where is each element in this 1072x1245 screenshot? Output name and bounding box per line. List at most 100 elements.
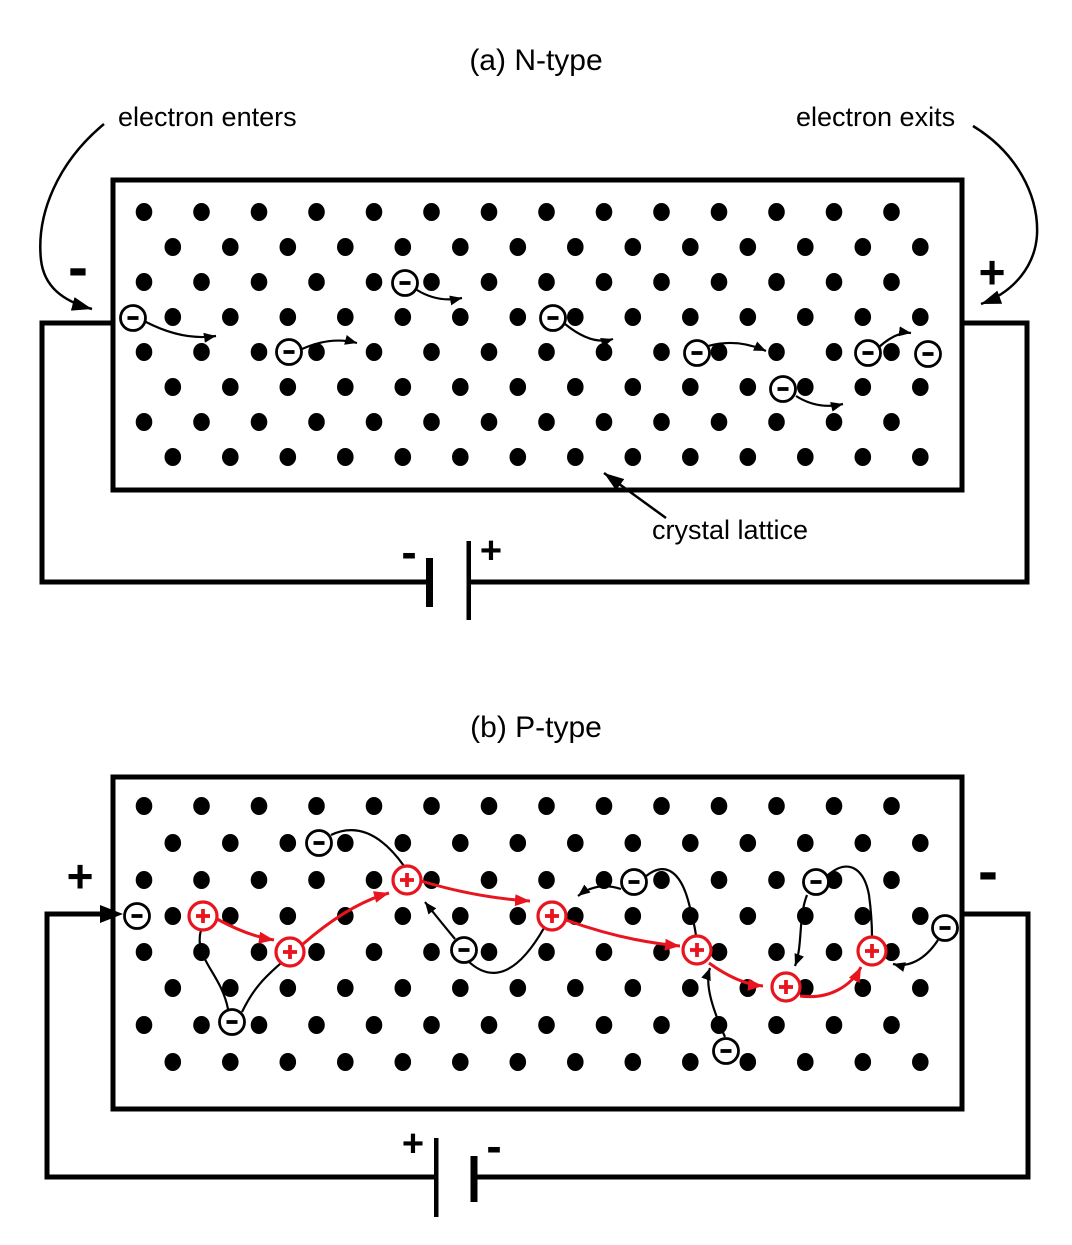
lattice-dot <box>135 943 153 961</box>
lattice-dot <box>452 238 469 256</box>
lattice-dot <box>710 943 728 961</box>
lattice-dot <box>279 834 297 852</box>
crystal-box <box>110 177 965 493</box>
battery-negative-sign: - <box>486 1120 501 1172</box>
panel-b-p-type: +-+- <box>44 774 1031 1217</box>
lattice-dot <box>308 343 325 361</box>
lattice-dot <box>912 834 929 852</box>
lattice-dot <box>394 238 412 256</box>
electron-marker <box>218 1008 246 1036</box>
lattice-dot <box>222 907 239 925</box>
lattice-dot <box>883 943 900 961</box>
lattice-dot <box>337 308 354 326</box>
lattice-dot <box>193 203 210 221</box>
lattice-dot <box>595 1016 613 1034</box>
lattice-dot <box>653 203 670 221</box>
electron-hop-arrow <box>301 335 358 351</box>
lattice-dot <box>854 834 872 852</box>
lattice-dot <box>854 1053 872 1071</box>
lattice-dot <box>222 834 239 852</box>
lattice-dot <box>480 871 498 889</box>
lattice-dot <box>595 797 613 815</box>
lattice-dot <box>279 1053 297 1071</box>
hole-marker <box>187 900 219 932</box>
lattice-dot <box>538 871 555 889</box>
lattice-dot <box>308 943 325 961</box>
terminal-positive-sign: + <box>979 246 1006 298</box>
lattice-dot <box>624 238 642 256</box>
lattice-dot <box>337 378 354 396</box>
battery-positive-sign: + <box>480 530 502 572</box>
lattice-dot <box>365 871 383 889</box>
lattice-dot <box>250 343 268 361</box>
electron-marker <box>620 868 648 896</box>
lattice-dot <box>193 1016 210 1034</box>
lattice-dot <box>308 797 325 815</box>
battery-positive-plate <box>434 1138 439 1217</box>
lattice-dot <box>854 907 872 925</box>
electron-marker <box>119 304 147 332</box>
lattice-dot <box>768 797 785 815</box>
lattice-dot <box>624 907 642 925</box>
lattice-dot <box>423 797 440 815</box>
hole-marker <box>856 935 888 967</box>
electron-hop-arrow <box>416 289 463 306</box>
lattice-dot <box>854 308 872 326</box>
lattice-dot <box>682 308 699 326</box>
lattice-dot <box>653 343 670 361</box>
lattice-dot <box>912 378 929 396</box>
lattice-dot <box>250 273 268 291</box>
lattice-dot <box>337 834 354 852</box>
lattice-dot <box>567 448 584 466</box>
lattice-dot <box>682 378 699 396</box>
lattice-dot <box>912 448 929 466</box>
lattice-dot <box>394 979 412 997</box>
lattice-dot <box>509 834 527 852</box>
lattice-dot <box>365 943 383 961</box>
lattice-dot <box>480 203 498 221</box>
lattice-dot <box>222 448 239 466</box>
lattice-dot <box>365 343 383 361</box>
lattice-dot <box>624 308 642 326</box>
electron-marker <box>854 339 882 367</box>
lattice-dot <box>135 1016 153 1034</box>
lattice-dot <box>452 308 469 326</box>
lattice-dot <box>222 238 239 256</box>
electron-marker <box>802 868 830 896</box>
electron-marker <box>683 339 711 367</box>
lattice-dot <box>595 871 613 889</box>
electron-marker <box>931 914 959 942</box>
lattice-dot <box>193 413 210 431</box>
lattice-dot <box>538 203 555 221</box>
lattice-dot <box>337 979 354 997</box>
lattice-dot <box>308 203 325 221</box>
lattice-dot <box>739 1053 757 1071</box>
lattice-dot <box>452 907 469 925</box>
electron-jump-curve <box>330 829 405 867</box>
lattice-dot <box>854 238 872 256</box>
lattice-dot <box>337 1053 354 1071</box>
lattice-dot <box>509 238 527 256</box>
lattice-dot <box>739 448 757 466</box>
lattice-dot <box>308 871 325 889</box>
lattice-dot <box>653 1016 670 1034</box>
lattice-dot <box>509 1053 527 1071</box>
battery-positive-plate <box>466 541 471 620</box>
lattice-dot <box>337 238 354 256</box>
lattice-dot <box>682 1053 699 1071</box>
lattice-dot <box>452 979 469 997</box>
lattice-dot <box>825 343 843 361</box>
lattice-dot <box>567 834 584 852</box>
lattice-dot <box>768 871 785 889</box>
lattice-dot <box>624 834 642 852</box>
lattice-dot <box>797 907 814 925</box>
electron-hop-arrow <box>795 395 844 412</box>
hole-motion-arrow <box>216 917 275 944</box>
lattice-dot <box>567 979 584 997</box>
lattice-dot <box>279 378 297 396</box>
lattice-dot <box>423 273 440 291</box>
lattice-dot <box>308 413 325 431</box>
lattice-dot <box>538 943 555 961</box>
lattice-dot <box>394 448 412 466</box>
